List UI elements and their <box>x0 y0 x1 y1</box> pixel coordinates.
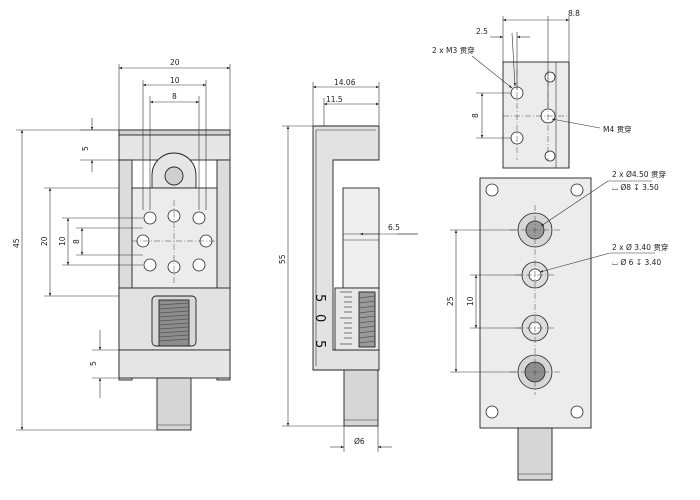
front-shaft <box>156 377 192 431</box>
top-note-m4: M4 贯穿 <box>603 124 632 134</box>
top-view: 2.5 8.8 2 x M3 贯穿 8 M4 贯穿 <box>432 9 632 169</box>
top-plate <box>502 61 570 169</box>
front-dim-10: 10 <box>170 76 180 85</box>
top-dim-2-5: 2.5 <box>476 27 488 36</box>
front-dim-height: 45 <box>12 238 21 248</box>
side-screw <box>358 291 376 348</box>
side-scale-ticks <box>340 291 352 345</box>
front-dim-hole-8: 8 <box>72 239 81 244</box>
side-scale-label-bottom: 5 <box>312 340 327 348</box>
back-view: 2 x Ø4.50 贯穿 ⌴ Ø8 ↧ 3.50 2 x Ø 3.40 贯穿 ⌴… <box>446 169 668 481</box>
front-dim-5-top: 5 <box>81 146 90 151</box>
front-dim-5-bottom: 5 <box>89 361 98 366</box>
back-note-340-line1: 2 x Ø 3.40 贯穿 <box>612 242 668 252</box>
side-view: 5 0 5 14.06 11.5 55 6.5 Ø6 <box>278 78 418 452</box>
front-dim-width: 20 <box>170 58 180 67</box>
back-note-450-line1: 2 x Ø4.50 贯穿 <box>612 169 666 179</box>
side-scale-label-top: 5 <box>312 294 327 302</box>
side-scale-label-mid: 0 <box>312 314 327 322</box>
side-dim-55: 55 <box>278 254 287 264</box>
back-dim-25: 25 <box>446 296 455 306</box>
side-dim-11-5: 11.5 <box>326 95 343 104</box>
top-dim-8-8: 8.8 <box>568 9 580 18</box>
front-view: 20 10 8 5 45 20 10 8 5 <box>12 58 231 431</box>
side-carriage <box>342 187 380 289</box>
side-dim-6-5: 6.5 <box>388 223 400 232</box>
front-dim-8: 8 <box>172 92 177 101</box>
side-dim-14-06: 14.06 <box>334 78 356 87</box>
back-note-450-line2: ⌴ Ø8 ↧ 3.50 <box>612 183 659 192</box>
side-shaft <box>343 369 379 427</box>
side-dim-shaft: Ø6 <box>354 437 365 446</box>
top-dim-8: 8 <box>471 113 480 118</box>
front-dim-hole-20: 20 <box>40 236 49 246</box>
side-frame <box>312 125 380 371</box>
back-shaft <box>517 427 553 481</box>
back-dim-10: 10 <box>466 296 475 306</box>
front-dim-hole-10: 10 <box>58 236 67 246</box>
top-note-m3: 2 x M3 贯穿 <box>432 45 475 55</box>
back-note-340-line2: ⌴ Ø 6 ↧ 3.40 <box>612 258 661 267</box>
